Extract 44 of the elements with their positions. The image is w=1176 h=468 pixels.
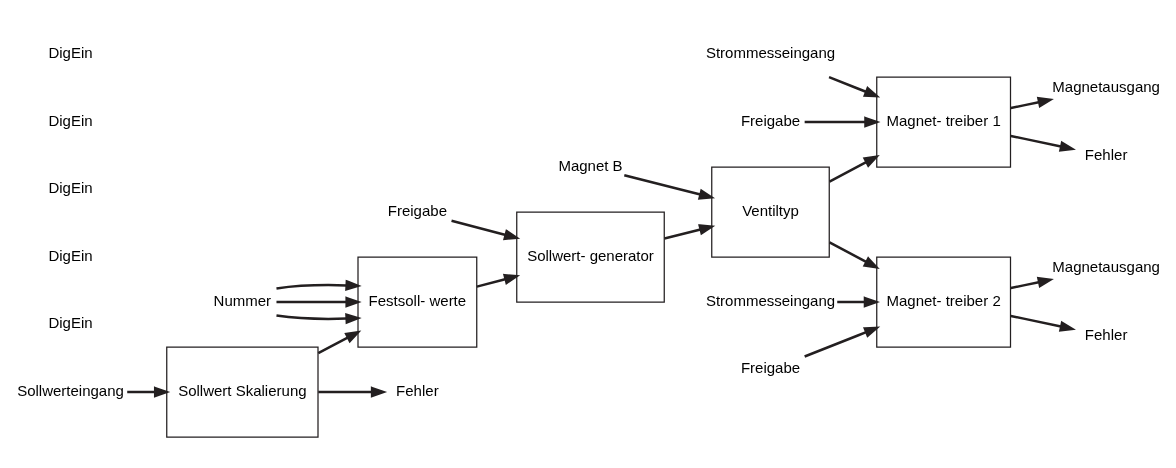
- node-text: Freigabe: [740, 111, 801, 129]
- arrow: [624, 173, 716, 200]
- node-box: Sollwert- generator: [516, 210, 665, 303]
- arrow: [837, 295, 880, 308]
- arrow: [127, 385, 171, 398]
- arrow: [804, 115, 881, 128]
- label: DigEin: [48, 313, 93, 331]
- label: DigEin: [48, 178, 93, 196]
- arrow: [318, 385, 388, 398]
- arrow: [276, 312, 362, 324]
- node-text: Freigabe: [387, 201, 447, 219]
- node-text: Sollwerteingang: [17, 381, 124, 399]
- arrow: [317, 330, 362, 354]
- arrow: [664, 223, 716, 240]
- arrow: [1010, 276, 1054, 289]
- node-text: Magnetausgang: [1052, 77, 1160, 95]
- node-text: Magnet B: [558, 156, 623, 174]
- arrow: [451, 218, 521, 240]
- arrow: [828, 154, 880, 183]
- arrow: [476, 273, 521, 288]
- node-box: Festsoll- werte: [357, 255, 478, 348]
- node-box: Magnet- treiber 1: [876, 75, 1012, 168]
- node-text: Strommesseingang: [705, 43, 836, 61]
- label: DigEin: [48, 111, 93, 129]
- arrow: [276, 279, 362, 291]
- arrow: [1010, 134, 1076, 152]
- node-text: Fehler: [396, 381, 439, 399]
- arrow: [1010, 96, 1054, 109]
- node-box: Ventiltyp: [711, 165, 830, 258]
- node-box: Sollwert Skalierung: [166, 345, 319, 438]
- arrow: [804, 326, 881, 358]
- node-text: Fehler: [1084, 145, 1128, 163]
- node-text: Freigabe: [740, 358, 801, 376]
- arrow: [1010, 314, 1076, 332]
- arrow: [276, 295, 362, 308]
- node-text: Strommesseingang: [705, 291, 836, 309]
- node-text: Fehler: [1084, 325, 1128, 343]
- arrow: [828, 75, 881, 97]
- arrow: [828, 240, 880, 269]
- label: DigEin: [48, 43, 93, 61]
- label: DigEin: [48, 246, 93, 264]
- node-text: Magnetausgang: [1052, 257, 1160, 275]
- node-box: Magnet- treiber 2: [876, 255, 1012, 348]
- node-text: Nummer: [213, 291, 272, 309]
